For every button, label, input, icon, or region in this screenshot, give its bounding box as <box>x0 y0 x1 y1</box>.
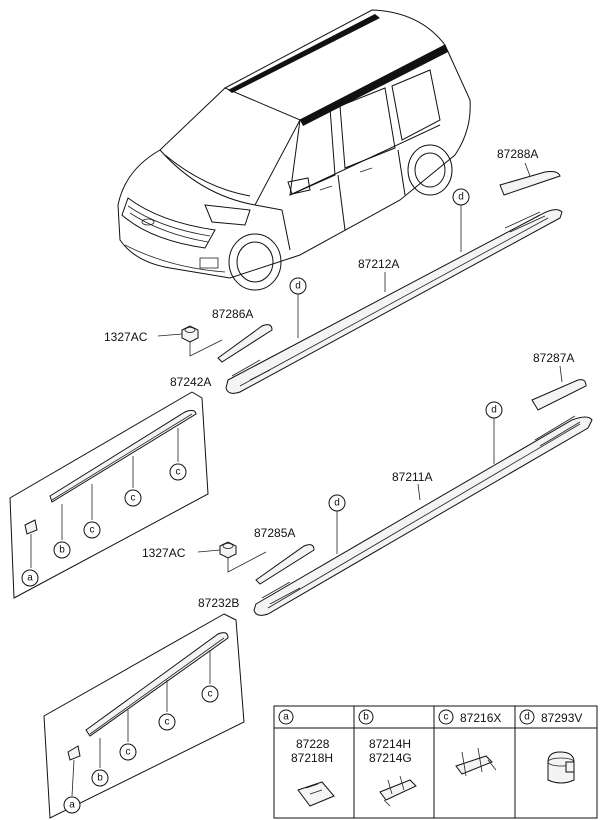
marker-d-lower-left: d <box>328 494 346 512</box>
rail-end-cover-87287a <box>531 379 587 411</box>
legend-col-c: c 87216X <box>438 709 501 777</box>
clip-c-illustration <box>455 755 493 775</box>
legend-col-a: a 87228 87218H <box>278 709 335 807</box>
callout-1327ac-lower: 1327AC <box>142 546 186 560</box>
upper-roof-rail-group: 87288A 87212A 87286A 1327AC d d <box>104 147 563 394</box>
clip-a-upper <box>24 519 38 535</box>
svg-text:a: a <box>27 573 33 584</box>
marker-d-upper-right: d <box>452 188 470 206</box>
callout-87288a: 87288A <box>497 147 538 161</box>
marker-a-lower: a <box>63 796 81 814</box>
svg-text:c: c <box>208 689 213 700</box>
svg-text:a: a <box>69 800 75 811</box>
marker-c-upper-1: c <box>83 521 101 539</box>
svg-text:d: d <box>295 281 301 292</box>
svg-text:d: d <box>524 712 530 723</box>
svg-text:d: d <box>491 405 497 416</box>
svg-text:b: b <box>59 545 65 556</box>
callout-87287a: 87287A <box>533 351 574 365</box>
vehicle-illustration <box>117 9 471 291</box>
legend-a-part-1: 87228 <box>296 737 330 751</box>
marker-b-upper: b <box>53 541 71 559</box>
svg-text:a: a <box>283 712 289 723</box>
nut-1327ac-lower <box>219 541 237 559</box>
clip-b-illustration <box>379 779 417 801</box>
callout-87286a: 87286A <box>212 307 253 321</box>
legend-col-b: b 87214H 87214G <box>358 709 417 807</box>
rail-end-cover-87288a <box>499 171 561 196</box>
detail-box-87242a: 87242A a b c c c <box>9 375 211 599</box>
marker-c-upper-2: c <box>124 489 142 507</box>
clip-a-lower <box>67 745 81 761</box>
rail-molding-87232b <box>85 632 229 737</box>
legend-a-part-2: 87218H <box>291 751 333 765</box>
legend-b-part-2: 87214G <box>369 751 412 765</box>
marker-c-lower-2: c <box>158 713 176 731</box>
marker-c-lower-3: c <box>201 685 219 703</box>
svg-text:c: c <box>176 467 181 478</box>
marker-c-upper-3: c <box>169 463 187 481</box>
marker-d-upper-left: d <box>289 277 307 295</box>
svg-text:c: c <box>126 747 131 758</box>
svg-text:b: b <box>97 773 103 784</box>
legend-d-code: 87293V <box>541 711 582 725</box>
clip-a-illustration <box>297 781 335 807</box>
callout-87242a: 87242A <box>170 375 211 389</box>
svg-text:b: b <box>363 712 369 723</box>
rail-end-cover-87286a <box>217 324 273 363</box>
marker-c-lower-1: c <box>119 743 137 761</box>
marker-a-upper: a <box>21 569 39 587</box>
svg-text:c: c <box>165 717 170 728</box>
legend-col-d: d 87293V <box>519 709 582 784</box>
lower-roof-rail-group: 87287A 87211A 87285A 1327AC d d <box>142 351 593 616</box>
callout-87232b: 87232B <box>198 596 239 610</box>
svg-text:d: d <box>458 192 464 203</box>
legend-b-part-1: 87214H <box>369 737 411 751</box>
cap-d-illustration <box>547 751 575 784</box>
nut-1327ac-upper <box>181 325 199 343</box>
callout-87285a: 87285A <box>254 526 295 540</box>
callout-87212a: 87212A <box>358 257 399 271</box>
svg-text:d: d <box>334 498 340 509</box>
legend-c-code: 87216X <box>460 711 501 725</box>
svg-text:c: c <box>131 493 136 504</box>
svg-text:c: c <box>90 525 95 536</box>
marker-b-lower: b <box>91 769 109 787</box>
marker-d-lower-right: d <box>485 401 503 419</box>
callout-87211a: 87211A <box>392 470 432 484</box>
svg-text:c: c <box>444 712 449 723</box>
parts-legend-table: a 87228 87218H b 87214H 87214G c 87216X … <box>273 705 598 819</box>
rail-end-cover-87285a <box>255 544 315 585</box>
callout-1327ac-upper: 1327AC <box>104 330 148 344</box>
detail-box-87232b: 87232B a b c c c <box>43 596 245 819</box>
